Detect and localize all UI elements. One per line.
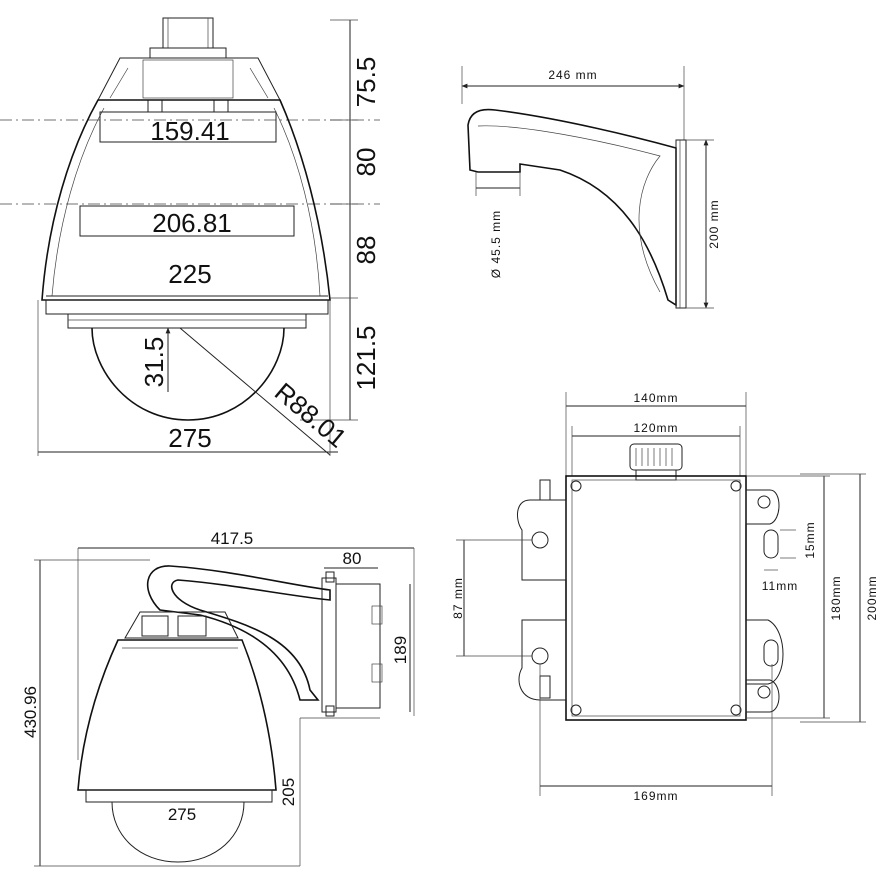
plate-height-label: 189 <box>391 636 410 664</box>
bracket-view: 246 mm 200 mm Ø 45.5 mm <box>461 66 721 309</box>
side-length-label: 417.5 <box>211 529 254 548</box>
radius-leader <box>179 327 331 456</box>
front-view: 75.5 80 88 121.5 159.41 206.81 225 31.5 … <box>0 17 381 456</box>
dim-top-label: 75.5 <box>351 57 381 108</box>
base-skirt <box>67 313 307 329</box>
cable-gland <box>629 443 683 471</box>
width-mid-label: 206.81 <box>152 208 232 238</box>
box-outer-height-label: 200mm <box>865 575 879 620</box>
width-upper-label: 159.41 <box>150 116 230 146</box>
plate-depth-label: 80 <box>343 549 362 568</box>
dome-radius-label: R88.01 <box>269 377 353 454</box>
dome-offset-label: 31.5 <box>139 337 169 388</box>
box-outer-width-label: 140mm <box>633 391 678 405</box>
box-inner-height-label: 180mm <box>829 575 843 620</box>
right-ear-lower <box>745 679 780 713</box>
hole-spacing-label: 87 mm <box>451 577 465 619</box>
mount-width-label: 169mm <box>633 789 678 803</box>
side-camera-top <box>124 611 239 639</box>
overall-width-label: 275 <box>168 423 211 453</box>
side-view: 417.5 80 430.96 189 205 275 <box>21 529 415 867</box>
dome-width-label: 275 <box>168 805 196 824</box>
junction-box-view: 140mm 120mm 15mm <box>451 391 879 803</box>
box-inner-width-label: 120mm <box>633 421 678 435</box>
side-junction-box <box>335 583 381 709</box>
mounting-slot <box>763 529 779 559</box>
bracket-length-label: 246 mm <box>548 68 597 82</box>
left-ear-upper <box>517 499 567 581</box>
side-height-label: 430.96 <box>21 686 40 738</box>
dome-outline <box>91 327 285 421</box>
side-dome <box>111 801 245 863</box>
bracket-height-label: 200 mm <box>707 199 721 248</box>
dim-upper-label: 80 <box>351 148 381 177</box>
slot-height-label: 15mm <box>803 521 817 558</box>
base-ring <box>45 299 329 315</box>
dim-dome-label: 121.5 <box>351 325 381 390</box>
side-base-ring <box>85 789 273 803</box>
slot-width-label: 11mm <box>762 579 798 593</box>
bracket-arm <box>467 108 677 307</box>
width-base-label: 225 <box>168 259 211 289</box>
left-ear-lower <box>518 619 567 701</box>
bracket-wall-plate <box>675 139 687 309</box>
upper-shoulder <box>97 57 281 101</box>
section-upper-band <box>99 111 277 143</box>
dim-mid-label: 88 <box>351 236 381 265</box>
pipe-dia-label: Ø 45.5 mm <box>489 210 503 278</box>
junction-box-body <box>565 475 747 721</box>
right-ear-upper <box>745 489 780 525</box>
mount-neck <box>162 17 214 49</box>
side-arm <box>146 565 331 701</box>
side-wall-plate <box>321 577 337 713</box>
top-flange <box>149 47 227 59</box>
dome-height-label: 205 <box>279 778 298 806</box>
section-mid-band <box>79 205 295 237</box>
side-camera-body <box>77 639 277 791</box>
